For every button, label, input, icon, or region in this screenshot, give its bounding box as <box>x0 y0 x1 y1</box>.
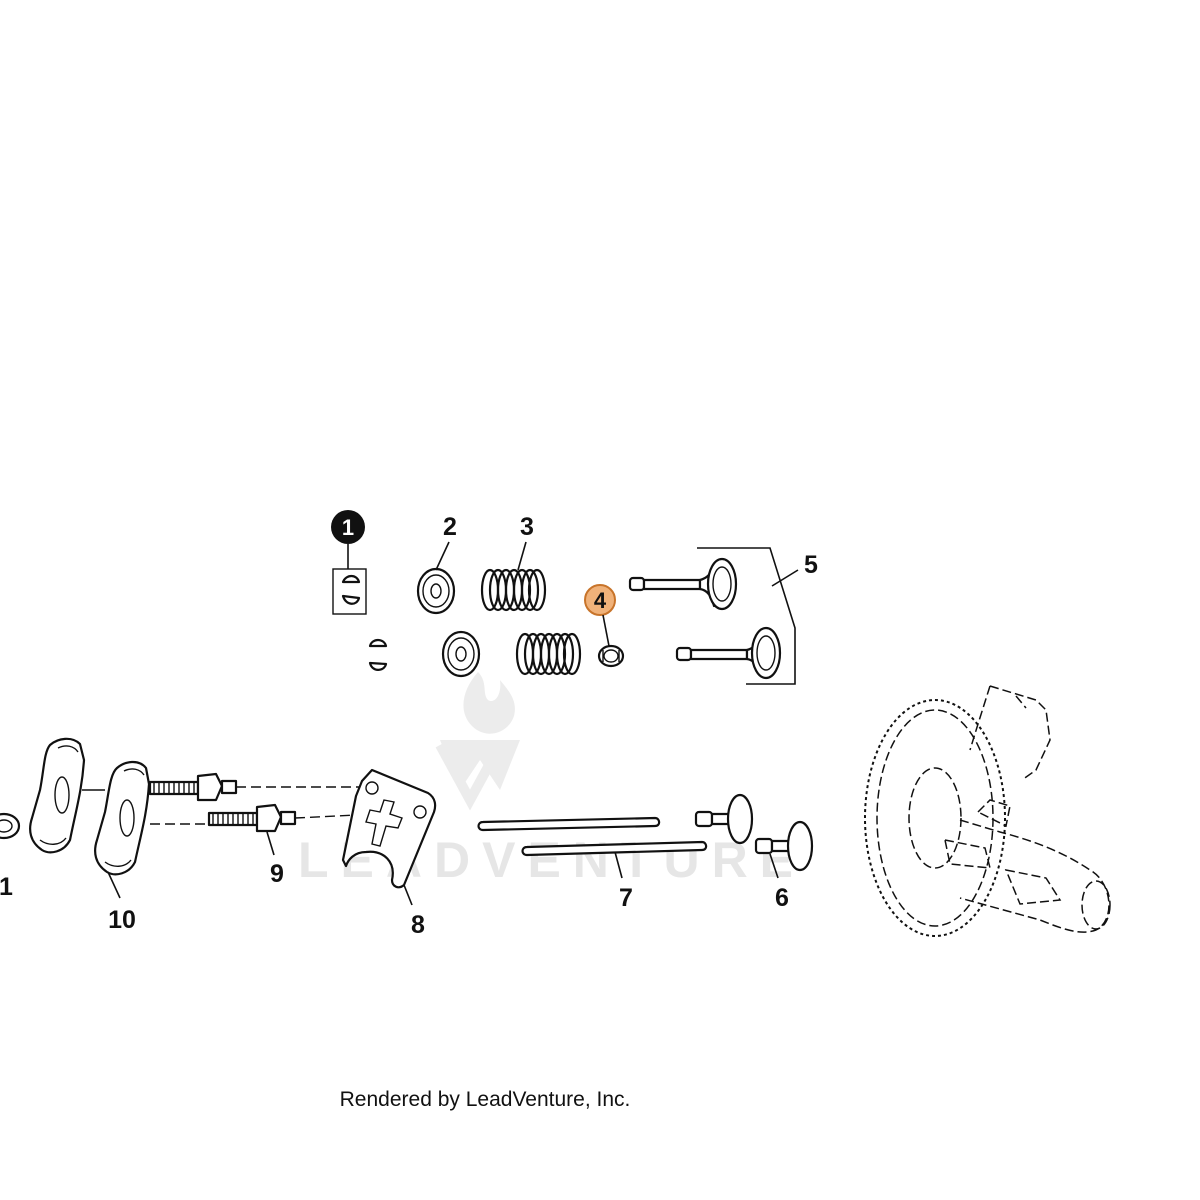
svg-text:8: 8 <box>411 911 425 939</box>
svg-text:5: 5 <box>804 551 818 579</box>
callout-7[interactable]: 7 <box>619 884 633 912</box>
part-1-valve-keepers[interactable] <box>332 568 388 671</box>
callout-4[interactable]: 4 <box>584 584 616 647</box>
svg-text:7: 7 <box>619 884 633 912</box>
callout-2[interactable]: 2 <box>435 513 457 571</box>
part-9-rocker-studs[interactable] <box>148 772 421 856</box>
part-3-valve-springs[interactable] <box>480 568 582 676</box>
part-4-valve-stem-seal[interactable] <box>597 644 625 668</box>
callout-1[interactable]: 1 <box>331 510 365 569</box>
svg-text:9: 9 <box>270 860 284 888</box>
callout-10[interactable]: 10 <box>107 871 136 934</box>
render-credit: Rendered by LeadVenture, Inc. <box>339 1088 631 1111</box>
svg-text:1: 1 <box>342 515 354 540</box>
svg-text:10: 10 <box>108 906 136 934</box>
callout-8[interactable]: 8 <box>411 911 425 939</box>
part-10-rocker-arms[interactable] <box>29 737 151 876</box>
part-11-pivot[interactable] <box>0 812 21 840</box>
camshaft-reference <box>864 685 1111 937</box>
callout-11[interactable]: 1 <box>0 873 13 901</box>
part-6-tappets[interactable] <box>694 793 814 879</box>
svg-text:6: 6 <box>775 884 789 912</box>
svg-text:4: 4 <box>594 588 607 613</box>
part-2-spring-retainers[interactable] <box>416 567 481 678</box>
callout-9[interactable]: 9 <box>270 860 284 888</box>
part-7-push-rods[interactable] <box>477 816 708 879</box>
callout-6[interactable]: 6 <box>775 884 789 912</box>
callout-3[interactable]: 3 <box>517 513 534 571</box>
part-8-push-rod-guide-plate[interactable] <box>341 768 437 906</box>
part-5-valves[interactable] <box>628 547 796 685</box>
svg-text:1: 1 <box>0 873 13 901</box>
callout-5[interactable]: 5 <box>771 551 818 587</box>
svg-text:2: 2 <box>443 513 457 541</box>
svg-text:3: 3 <box>520 513 534 541</box>
